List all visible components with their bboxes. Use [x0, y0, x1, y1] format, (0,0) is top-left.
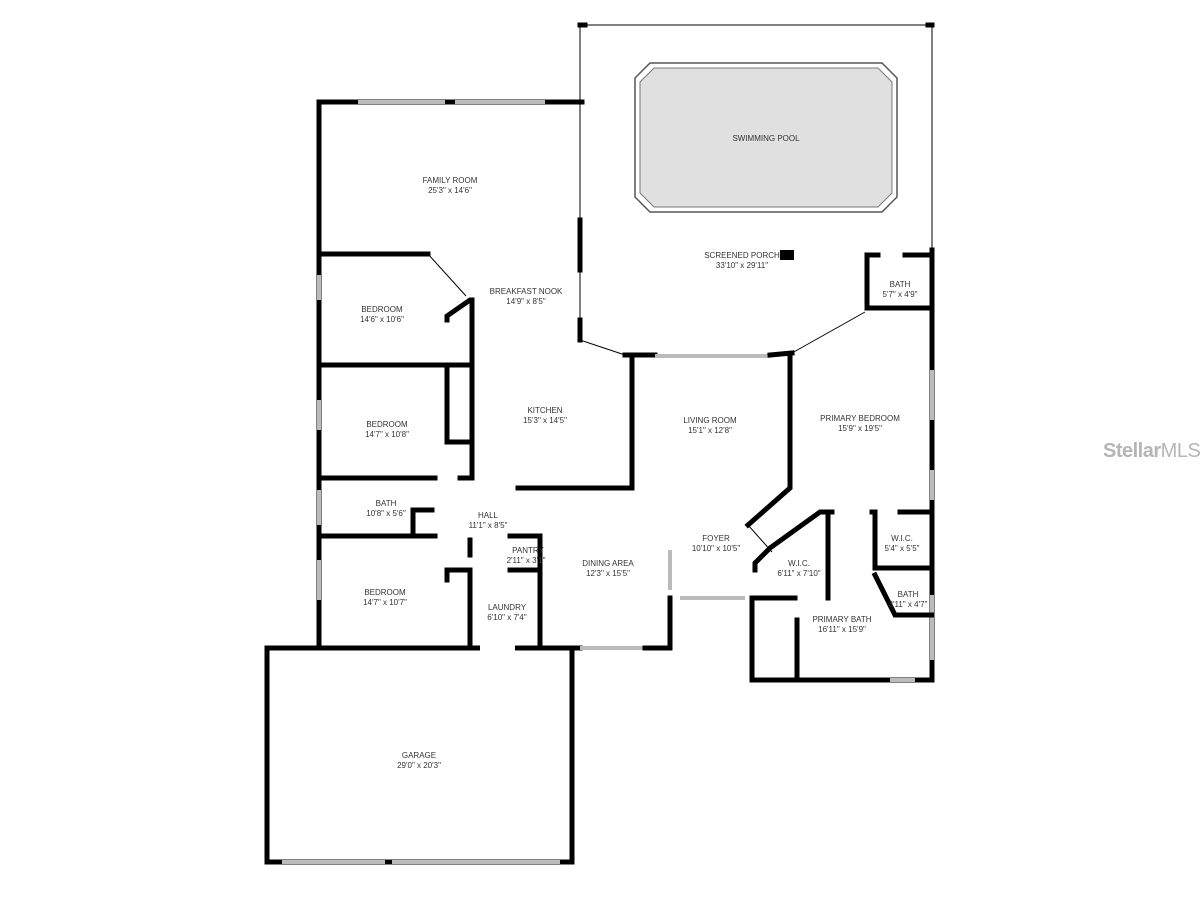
room-name: BATH [376, 499, 397, 508]
room-size: 15'3" x 14'5" [523, 416, 567, 425]
room-size: 14'7" x 10'7" [363, 598, 407, 607]
room-name: W.I.C. [891, 534, 913, 543]
room-size: 10'10" x 10'5" [692, 544, 740, 553]
room-name: PRIMARY BATH [812, 615, 871, 624]
room-size: 29'0" x 20'3" [397, 761, 441, 770]
room-name: KITCHEN [527, 406, 562, 415]
room-name: GARAGE [402, 751, 436, 760]
room-size: 14'6" x 10'6" [360, 315, 404, 324]
walls [264, 22, 935, 865]
room-size: 15'1" x 12'8" [688, 426, 732, 435]
room-name: BEDROOM [364, 588, 406, 597]
room-size: 5'7" x 4'9" [883, 290, 918, 299]
room-size: 15'9" x 19'5" [838, 424, 882, 433]
room-name: PANTRY [512, 546, 544, 555]
room-name: FOYER [702, 534, 730, 543]
room-name: SCREENED PORCH [704, 251, 780, 260]
room-size: 11'1" x 8'5" [469, 521, 508, 530]
room-name: SWIMMING POOL [732, 134, 800, 143]
room-size: 2'11" x 3'1" [507, 556, 546, 565]
room-size: 14'9" x 8'5" [506, 297, 546, 306]
stellarmls-watermark: StellarMLS [1103, 440, 1200, 462]
room-size: 3'11" x 4'7" [889, 600, 928, 609]
room-size: 10'8" x 5'6" [366, 509, 406, 518]
room-size: 6'11" x 7'10" [777, 569, 820, 578]
room-name: LIVING ROOM [683, 416, 737, 425]
room-size: 25'3" x 14'6" [428, 186, 472, 195]
room-name: BEDROOM [361, 305, 403, 314]
room-size: 5'4" x 5'5" [885, 544, 920, 553]
room-name: HALL [478, 511, 499, 520]
room-name: LAUNDRY [488, 603, 527, 612]
room-name: BATH [898, 590, 919, 599]
room-name: BEDROOM [366, 420, 408, 429]
room-size: 14'7" x 10'8" [365, 430, 409, 439]
room-name: PRIMARY BEDROOM [820, 414, 900, 423]
room-size: 12'3" x 15'5" [586, 569, 630, 578]
room-name: BATH [890, 280, 911, 289]
room-size: 6'10" x 7'4" [487, 613, 527, 622]
room-size: 33'10" x 29'11" [716, 261, 768, 270]
room-labels: FAMILY ROOM 25'3" x 14'6" SWIMMING POOL … [360, 134, 928, 770]
room-name: FAMILY ROOM [423, 176, 478, 185]
room-size: 16'11" x 15'9" [818, 625, 866, 634]
room-name: DINING AREA [582, 559, 634, 568]
room-name: BREAKFAST NOOK [490, 287, 563, 296]
swimming-pool-shape [634, 62, 898, 213]
room-name: W.I.C. [788, 559, 810, 568]
